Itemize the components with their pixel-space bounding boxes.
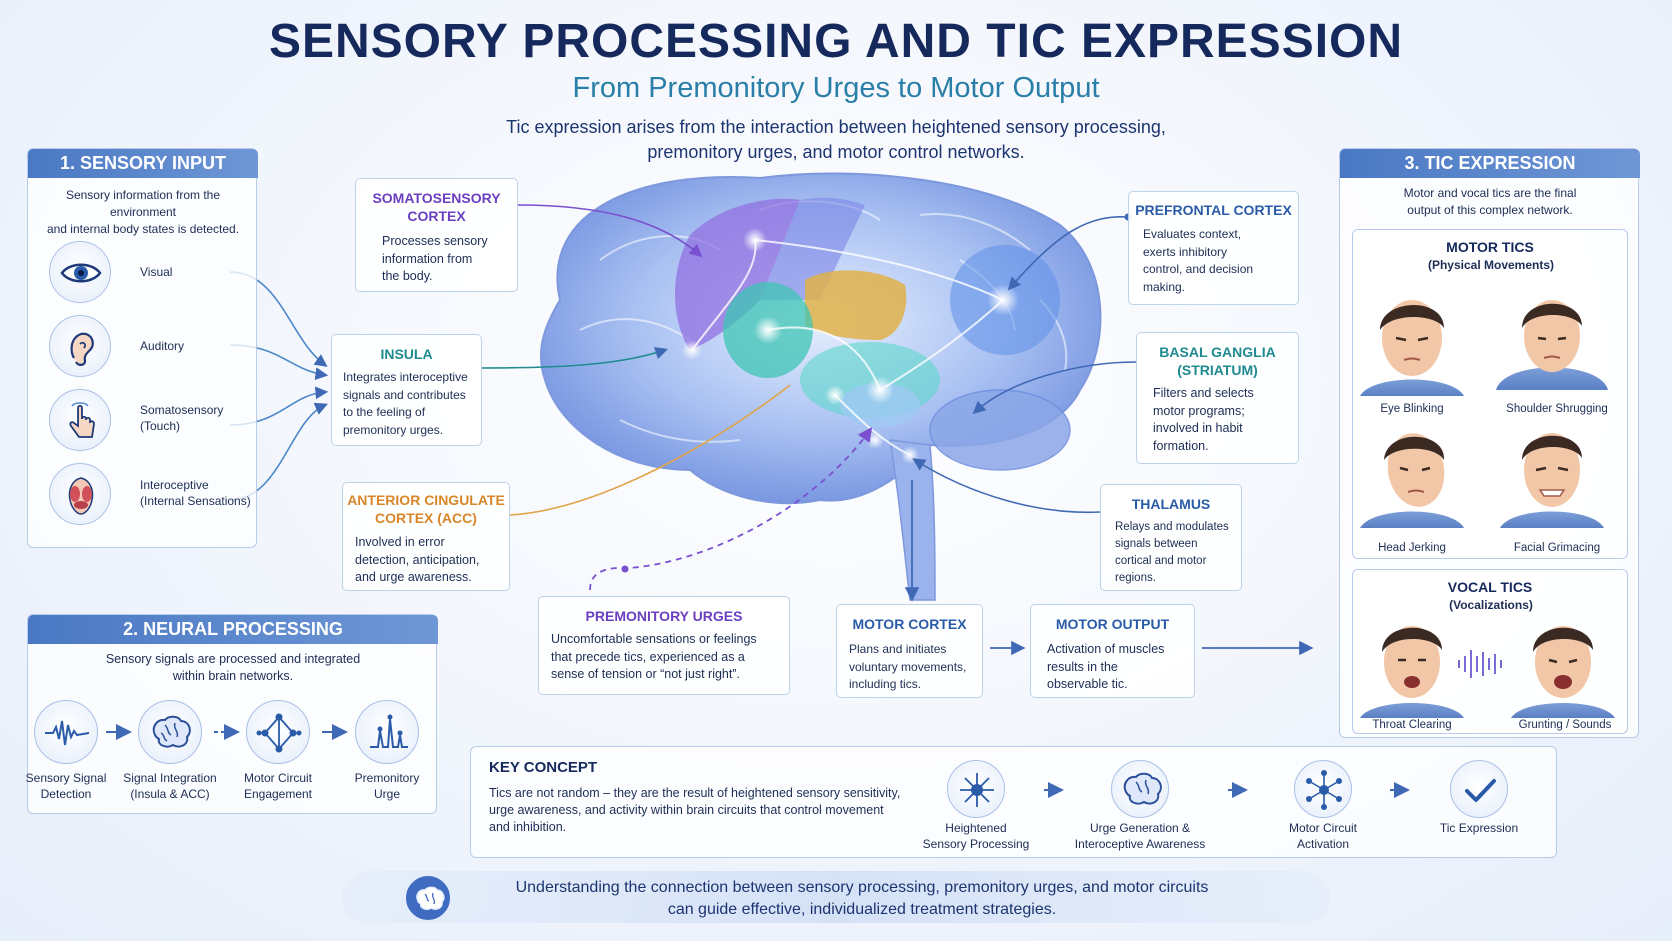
- step-2-label: Signal Integration(Insula & ACC): [123, 771, 217, 801]
- signal-peaks-icon: [370, 714, 408, 748]
- tic-expression-title: 3. TIC EXPRESSION: [1340, 149, 1640, 178]
- footer-band: [342, 871, 1330, 923]
- step-signal-integration: [138, 700, 202, 764]
- network-icon: [1306, 770, 1342, 810]
- interoceptive-label: Interoceptive (Internal Sensations): [140, 478, 251, 508]
- step-premonitory-urge: [355, 700, 419, 764]
- face-throat-clearing: [1360, 626, 1464, 718]
- prefrontal-box: PREFRONTAL CORTEX Evaluates context,exer…: [1128, 191, 1299, 305]
- arrow-2: [214, 724, 240, 740]
- face-grunting: [1511, 626, 1615, 718]
- kc-step-4-label: Tic Expression: [1439, 821, 1519, 835]
- kc-arrow-2: [1228, 782, 1248, 798]
- neuron-icon: [960, 773, 994, 807]
- motor-tic-label-1: Eye Blinking: [1380, 403, 1444, 415]
- key-concept-panel: KEY CONCEPT Tics are not random – they a…: [470, 746, 1557, 858]
- brain-cerebellum: [929, 389, 1071, 471]
- somatosensory-icon-circle: [49, 389, 111, 451]
- footer-text: Understanding the connection between sen…: [515, 879, 1209, 918]
- arrow-1: [106, 724, 132, 740]
- basal-ganglia-box: BASAL GANGLIA(STRIATUM) Filters and sele…: [1136, 332, 1299, 464]
- sound-wave-icon: [1458, 650, 1502, 678]
- somatosensory-label: Somatosensory (Touch): [140, 403, 224, 433]
- intro-text: Tic expression arises from the interacti…: [506, 117, 1166, 162]
- motor-region: [760, 197, 865, 300]
- motor-tic-label-4: Facial Grimacing: [1513, 542, 1601, 554]
- interoceptive-icon-circle: [49, 463, 111, 525]
- premonitory-urges-box: PREMONITORY URGES Uncomfortable sensatio…: [538, 596, 790, 695]
- auditory-label: Auditory: [140, 339, 185, 353]
- ear-icon: [70, 332, 94, 366]
- visual-icon-circle: [49, 241, 111, 303]
- hand-touch-icon: [69, 402, 95, 438]
- acc-region: [805, 270, 907, 340]
- kc-arrow-1: [1044, 782, 1064, 798]
- motor-tic-label-3: Head Jerking: [1378, 542, 1446, 554]
- motor-tic-label-2: Shoulder Shrugging: [1506, 403, 1608, 415]
- brain-icon: [1123, 772, 1162, 805]
- kc-step-4: [1450, 760, 1508, 818]
- checkmark-icon: [1465, 779, 1496, 802]
- key-concept-text: Tics are not random – they are the resul…: [489, 786, 901, 834]
- kc-step-3: [1294, 760, 1352, 818]
- kc-step-1: [947, 760, 1005, 818]
- neural-processing-title: 2. NEURAL PROCESSING: [28, 615, 438, 644]
- vocal-tic-label-1: Throat Clearing: [1372, 719, 1452, 731]
- somatosensory-region: [675, 198, 800, 350]
- organs-icon: [68, 477, 94, 515]
- visual-label: Visual: [140, 265, 173, 279]
- kc-step-2: [1111, 760, 1169, 818]
- footer-brain-badge: [406, 876, 450, 920]
- page-subtitle: From Premonitory Urges to Motor Output: [572, 72, 1100, 104]
- tic-faces: [1360, 300, 1615, 718]
- face-head-jerking: [1360, 433, 1464, 528]
- thalamus-region: [840, 383, 920, 427]
- sensory-input-title: 1. SENSORY INPUT: [28, 149, 258, 178]
- brain-icon: [416, 886, 445, 910]
- tic-expression-panel: 3. TIC EXPRESSION Motor and vocal tics a…: [1339, 148, 1640, 738]
- eye-icon: [60, 263, 102, 283]
- sensory-input-panel: 1. SENSORY INPUT Sensory information fro…: [27, 148, 258, 548]
- face-shoulder-shrugging: [1496, 300, 1608, 390]
- waveform-icon: [45, 720, 90, 746]
- page-title: SENSORY PROCESSING AND TIC EXPRESSION: [268, 15, 1404, 68]
- kc-arrow-3: [1390, 782, 1410, 798]
- arrow-3: [322, 724, 348, 740]
- face-eye-blinking: [1360, 300, 1464, 396]
- key-concept-title: KEY CONCEPT: [489, 759, 598, 776]
- auditory-icon-circle: [49, 315, 111, 377]
- brain-icon: [152, 715, 191, 748]
- network-icon: [256, 713, 302, 753]
- kc-step-2-label: Urge Generation &Interoceptive Awareness: [1074, 821, 1206, 851]
- vocal-tic-label-2: Grunting / Sounds: [1518, 719, 1612, 731]
- step-motor-engagement: [246, 700, 310, 764]
- face-facial-grimacing: [1500, 433, 1604, 528]
- step-sensory-detection: [34, 700, 98, 764]
